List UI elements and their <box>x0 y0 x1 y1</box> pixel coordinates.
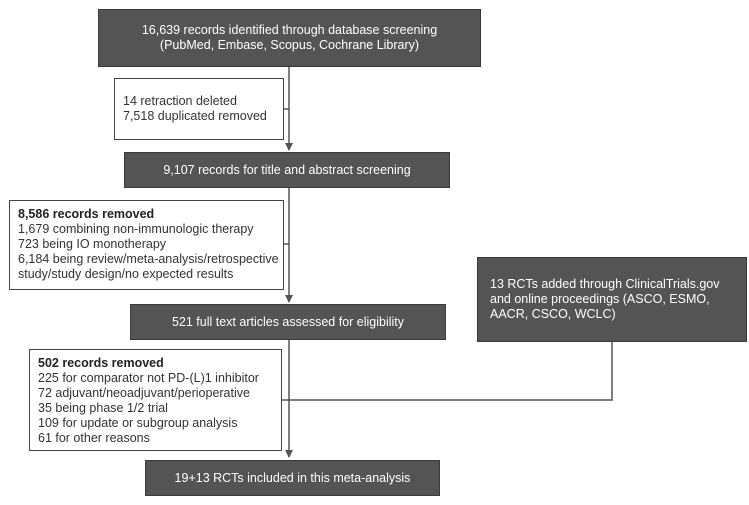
added-line-2: and online proceedings (ASCO, ESMO, <box>490 292 710 306</box>
box-full-text-assessed: 521 full text articles assessed for elig… <box>130 304 446 340</box>
screen-removed-line-4: study/study design/no expected results <box>18 267 234 281</box>
full-removed-line-1: 225 for comparator not PD-(L)1 inhibitor <box>38 371 259 385</box>
dup-line-1: 14 retraction deleted <box>123 94 237 108</box>
box-duplicates-removed: 14 retraction deleted 7,518 duplicated r… <box>114 78 284 140</box>
box-records-identified: 16,639 records identified through databa… <box>98 9 481 67</box>
dup-line-2: 7,518 duplicated removed <box>123 109 267 123</box>
full-removed-title: 502 records removed <box>38 356 164 370</box>
added-line-1: 13 RCTs added through ClinicalTrials.gov <box>490 277 720 291</box>
identified-line-1: 16,639 records identified through databa… <box>141 23 438 37</box>
fulltext-line-1: 521 full text articles assessed for elig… <box>171 314 405 329</box>
box-rcts-included: 19+13 RCTs included in this meta-analysi… <box>145 460 440 496</box>
box-title-abstract-screening: 9,107 records for title and abstract scr… <box>124 152 450 188</box>
connector-added-to-main <box>289 342 613 401</box>
added-line-3: AACR, CSCO, WCLC) <box>490 307 616 321</box>
full-removed-line-4: 109 for update or subgroup analysis <box>38 416 238 430</box>
box-fulltext-removed: 502 records removed 225 for comparator n… <box>29 349 282 451</box>
full-removed-line-5: 61 for other reasons <box>38 431 150 445</box>
included-line-1: 19+13 RCTs included in this meta-analysi… <box>174 470 411 485</box>
screen-removed-title: 8,586 records removed <box>18 207 155 221</box>
screen-removed-line-2: 723 being IO monotherapy <box>18 237 167 251</box>
box-rcts-added: 13 RCTs added through ClinicalTrials.gov… <box>477 257 747 342</box>
box-screening-removed: 8,586 records removed 1,679 combining no… <box>9 200 284 290</box>
screen-removed-line-3: 6,184 being review/meta-analysis/retrosp… <box>18 252 279 266</box>
screening-line-1: 9,107 records for title and abstract scr… <box>163 162 411 177</box>
screen-removed-line-1: 1,679 combining non-immunologic therapy <box>18 222 254 236</box>
full-removed-line-3: 35 being phase 1/2 trial <box>38 401 168 415</box>
full-removed-line-2: 72 adjuvant/neoadjuvant/perioperative <box>38 386 250 400</box>
identified-line-2: (PubMed, Embase, Scopus, Cochrane Librar… <box>159 38 420 52</box>
